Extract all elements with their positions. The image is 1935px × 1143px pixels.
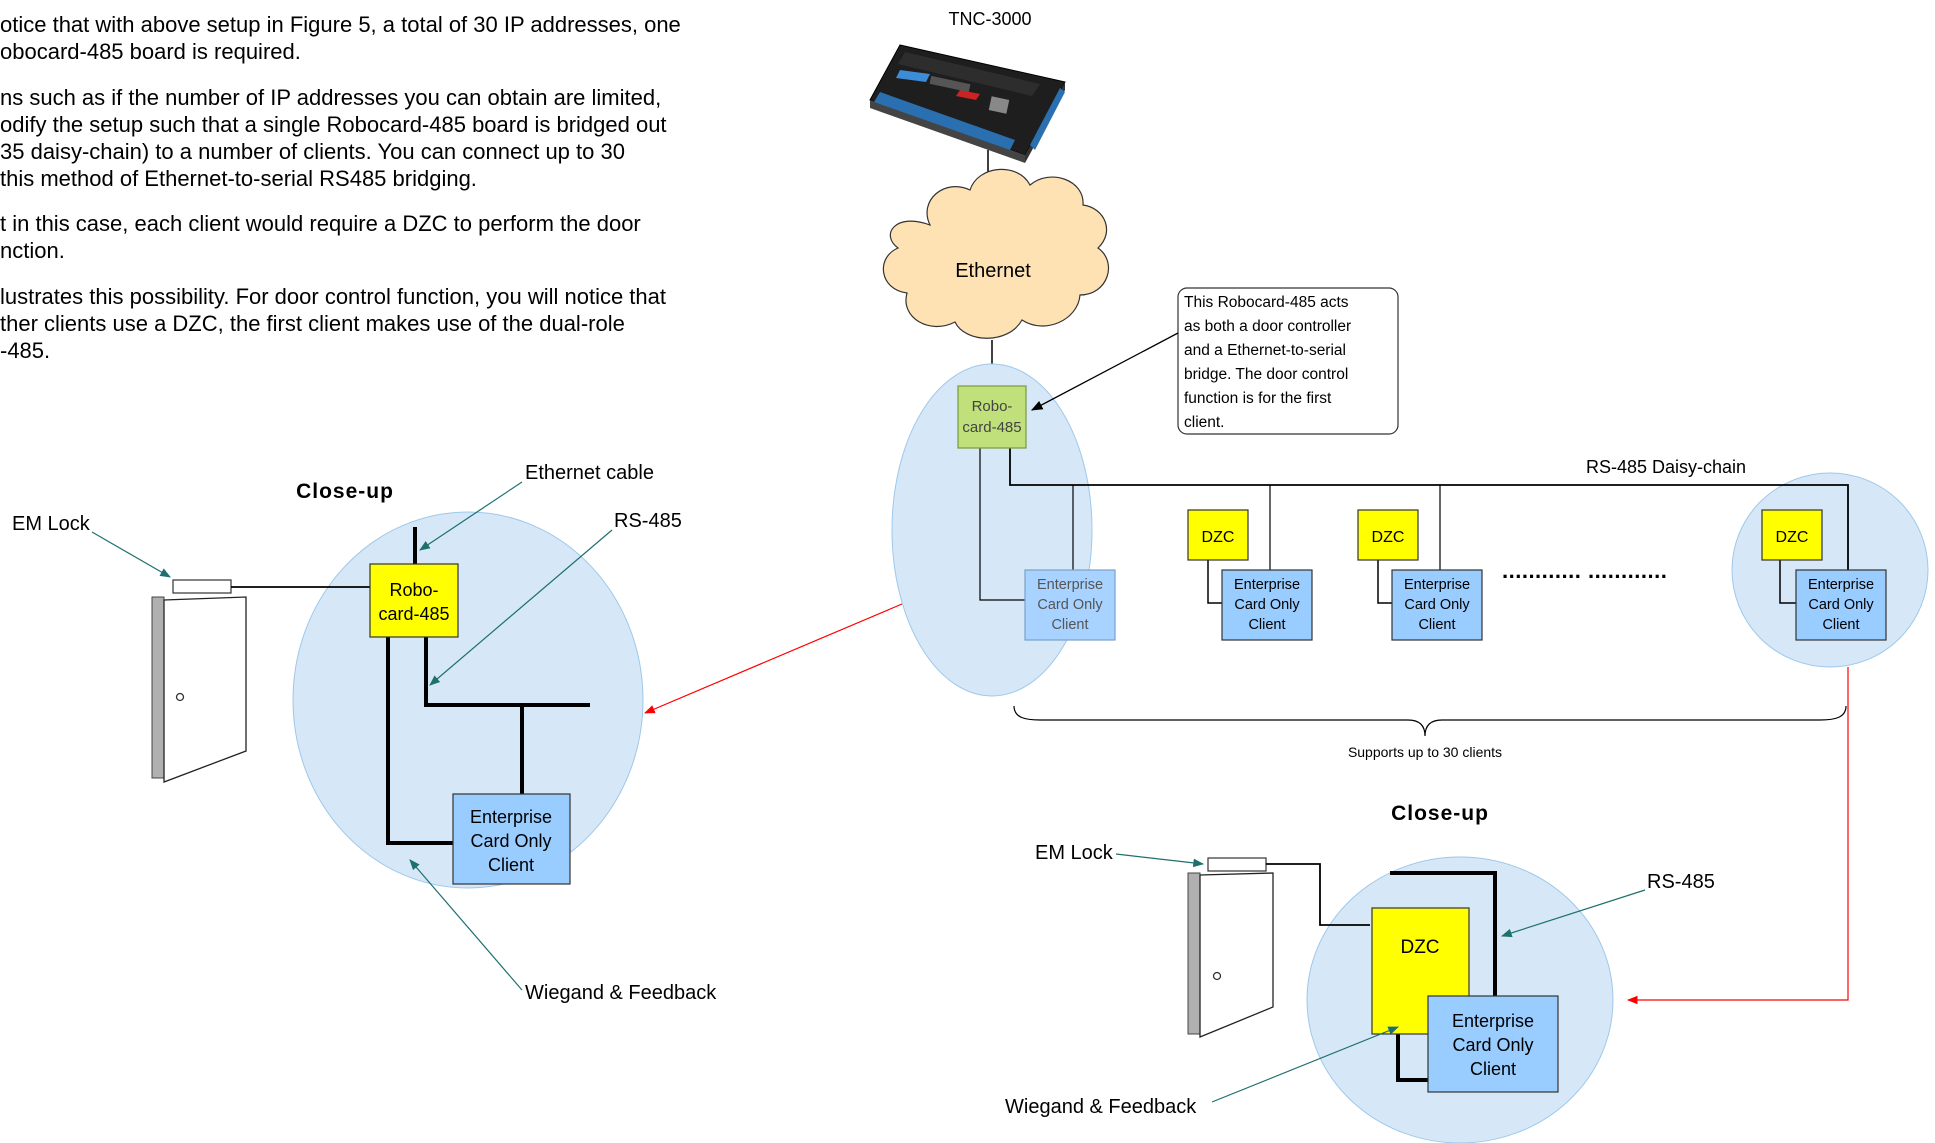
main-client-2-line-2: Card Only [1234,597,1300,613]
callout-line-3: and a Ethernet-to-serial [1184,342,1346,359]
main-dzc-box-2 [1357,509,1419,561]
left-closeup-link-arrow [644,603,903,714]
left-client-line-2: Card Only [470,831,551,851]
main-client-box-1 [1024,569,1116,641]
p2-line-3: 35 daisy-chain) to a number of clients. … [0,139,625,164]
callout-line-2: as both a door controller [1184,318,1351,335]
ethernet-cloud [882,168,1109,339]
p2-line-1: ns such as if the number of IP addresses… [0,85,662,110]
robocard-callout-pointer [1030,332,1179,411]
left-em-lock-label: EM Lock [12,513,91,535]
ethernet-label: Ethernet [955,260,1031,282]
right-client-line-1: Enterprise [1452,1011,1534,1031]
left-closeup: Close-up EM Lock Robo- card-485 Enterpr [12,462,717,1004]
p3-line-2: nction. [0,238,65,263]
paragraph-dzc-requirement: t in this case, each client would requir… [0,210,641,264]
right-rs485-pointer [1500,889,1646,938]
main-client-4-line-1: Enterprise [1808,577,1874,593]
main-client-1-line-2: Card Only [1037,597,1103,613]
right-client-line-3: Client [1470,1059,1516,1079]
p1-line-1: otice that with above setup in Figure 5,… [0,12,681,37]
main-dzc-box-3 [1761,509,1823,561]
right-door-icon [1187,872,1274,1038]
left-robocard-line-2: card-485 [378,604,449,624]
robocard-callout-box [1177,287,1399,435]
right-em-lock-icon [1207,857,1267,872]
main-client-1-line-3: Client [1051,617,1088,633]
main-client-3-line-3: Client [1418,617,1455,633]
main-client-box-3 [1391,569,1483,641]
paragraph-illustration: lustrates this possibility. For door con… [0,283,666,364]
right-em-lock-label: EM Lock [1035,842,1114,864]
left-ethernet-cable-pointer [419,481,523,551]
clients-brace [1013,705,1847,737]
right-client-line-2: Card Only [1452,1035,1533,1055]
main-client-4-line-3: Client [1822,617,1859,633]
main-dzc-label-3: DZC [1776,529,1809,546]
callout-line-6: client. [1184,414,1225,431]
left-door-icon [151,596,247,783]
main-client-2-line-1: Enterprise [1234,577,1300,593]
right-wiegand-pointer [1211,1026,1400,1103]
main-client-1-line-1: Enterprise [1037,577,1103,593]
main-client-3-line-1: Enterprise [1404,577,1470,593]
left-client-line-3: Client [488,855,534,875]
main-dzc-box-1 [1187,509,1249,561]
p1-line-2: obocard-485 board is required. [0,39,301,64]
p4-line-3: -485. [0,338,51,363]
right-closeup-title: Close-up [1391,802,1489,825]
left-rs485-pointer [429,529,613,686]
callout-line-4: bridge. The door control [1184,366,1348,383]
left-closeup-title: Close-up [296,480,394,503]
main-dzc-label-1: DZC [1202,529,1235,546]
left-wiegand-label: Wiegand & Feedback [525,982,717,1004]
p2-line-4: this method of Ethernet-to-serial RS485 … [0,166,477,191]
main-client-box-4 [1795,569,1887,641]
paragraph-bridging: ns such as if the number of IP addresses… [0,84,667,192]
right-em-lock-pointer [1115,853,1205,868]
right-closeup: Close-up EM Lock DZC Enterprise Card Onl… [1005,802,1715,1143]
left-client-box [452,793,571,885]
continuation-dots: ............ ............ [1502,558,1667,583]
main-client-3-line-2: Card Only [1404,597,1470,613]
main-robocard-line-2: card-485 [962,419,1021,436]
left-robocard-box [369,563,459,638]
p4-line-2: ther clients use a DZC, the first client… [0,311,625,336]
daisy-chain-label: RS-485 Daisy-chain [1586,457,1746,477]
p2-line-2: odify the setup such that a single Roboc… [0,112,667,137]
p4-line-1: lustrates this possibility. For door con… [0,284,667,309]
main-client-box-2 [1221,569,1313,641]
main-client-4-line-2: Card Only [1808,597,1874,613]
left-robocard-line-1: Robo- [389,580,438,600]
paragraph-ip-addresses: otice that with above setup in Figure 5,… [0,11,681,65]
brace-label: Supports up to 30 clients [1348,744,1502,760]
main-robocard-box [957,385,1027,449]
callout-line-5: function is for the first [1184,390,1332,407]
left-em-lock-icon [172,579,232,594]
left-em-lock-pointer [91,531,171,578]
callout-line-1: This Robocard-485 acts [1184,294,1349,311]
right-closeup-link-arrow [1626,667,1849,1005]
main-robocard-line-1: Robo- [972,398,1013,415]
tnc-3000-board-icon [869,44,1066,163]
main-topology: TNC-3000 Ethernet [869,9,1929,760]
left-ethernet-cable-label: Ethernet cable [525,462,654,484]
right-client-box [1427,995,1559,1093]
tnc-label: TNC-3000 [948,9,1031,29]
main-dzc-label-2: DZC [1372,529,1405,546]
main-client-2-line-3: Client [1248,617,1285,633]
right-wiegand-label: Wiegand & Feedback [1005,1096,1197,1118]
left-rs485-label: RS-485 [614,510,682,532]
right-dzc-label: DZC [1400,937,1439,958]
left-wiegand-pointer [409,859,523,991]
left-client-line-1: Enterprise [470,807,552,827]
right-rs485-label: RS-485 [1647,871,1715,893]
p3-line-1: t in this case, each client would requir… [0,211,641,236]
